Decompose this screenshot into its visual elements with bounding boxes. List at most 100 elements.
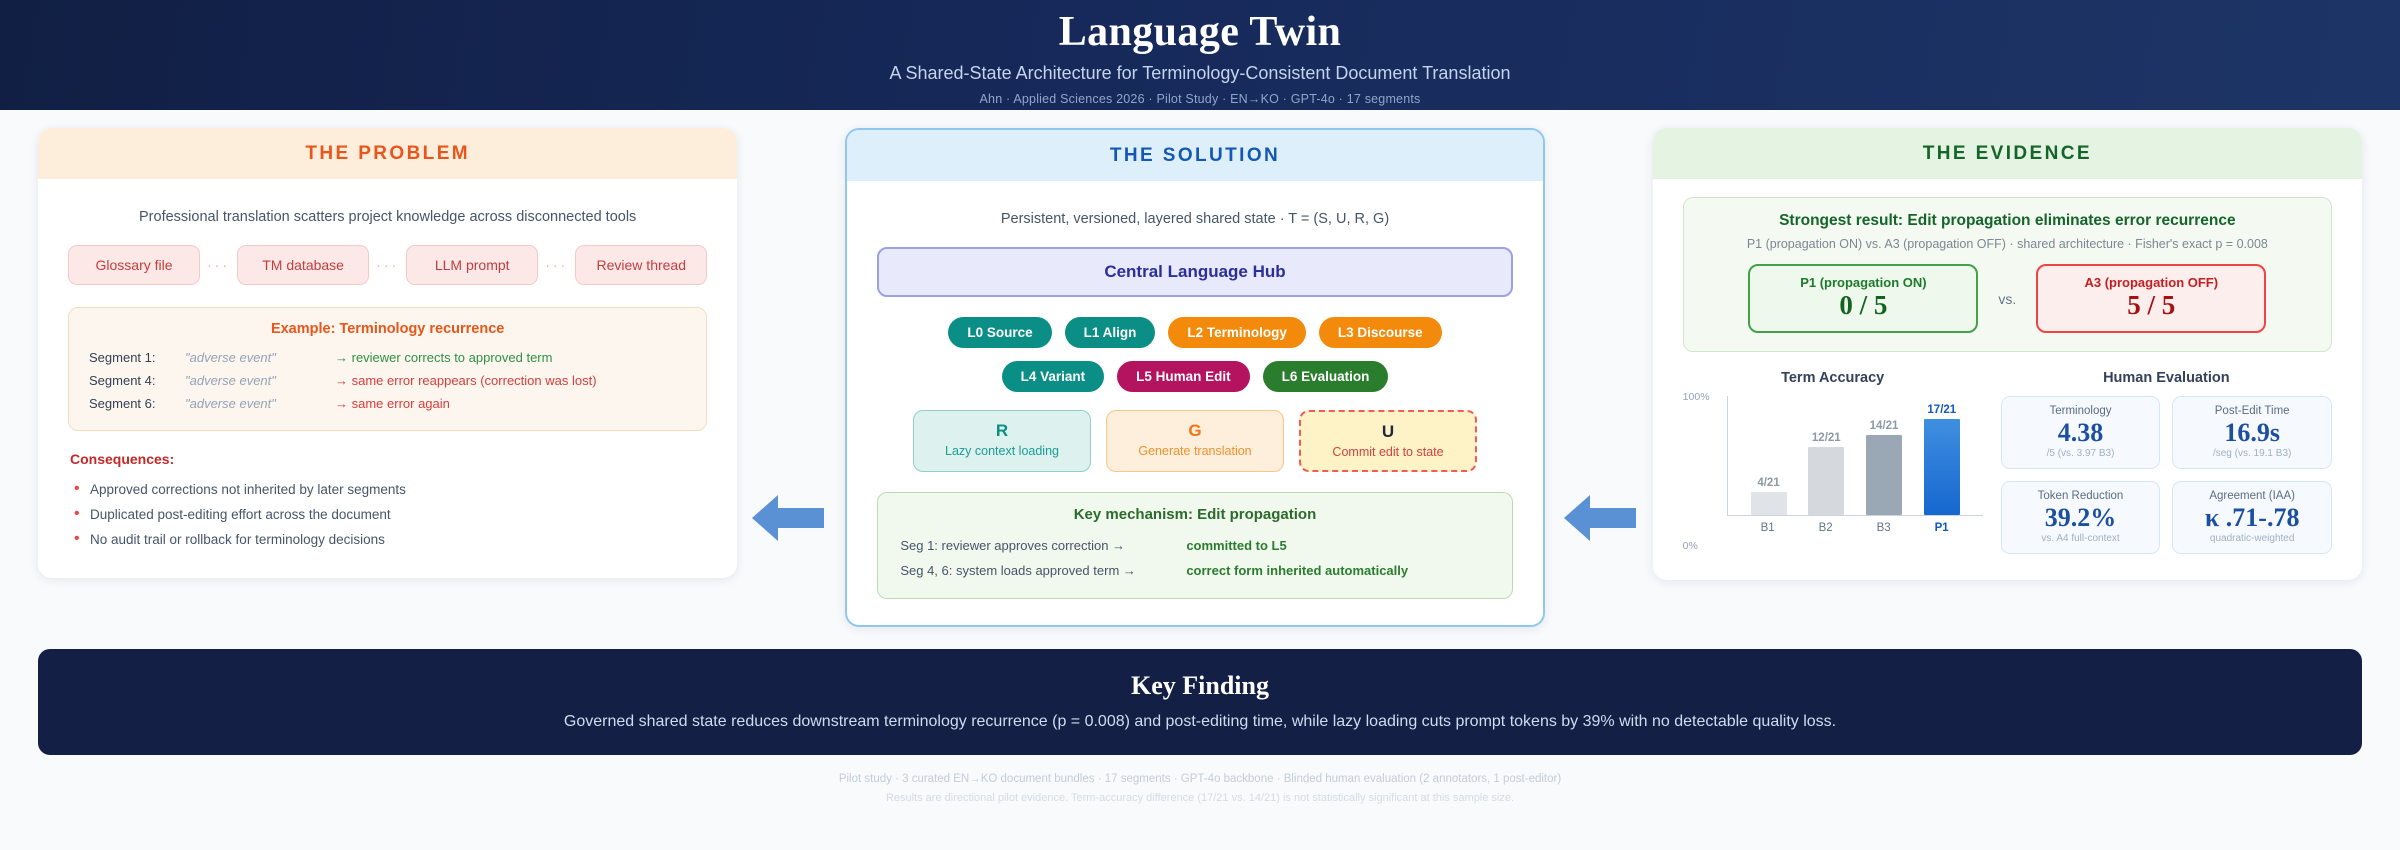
example-box: Example: Terminology recurrence Segment … — [68, 307, 708, 431]
metric-card-terminology: Terminology 4.38 /5 (vs. 3.97 B3) — [2000, 396, 2161, 470]
chart-title: Term Accuracy — [1781, 370, 1885, 387]
mechanism-step: Seg 4, 6: system loads approved term → — [900, 563, 1136, 578]
segment-note: → same error again — [335, 396, 450, 411]
footnote-line-1: Pilot study · 3 curated EN→KO document b… — [838, 773, 1562, 785]
operations-row: R Lazy context loading G Generate transl… — [877, 410, 1512, 472]
metric-value: 16.9s — [2224, 418, 2280, 448]
bar-value-label: 12/21 — [1811, 432, 1841, 445]
x-tick-label: P1 — [1934, 522, 1949, 535]
page-meta: Ahn · Applied Sciences 2026 · Pilot Stud… — [979, 92, 1421, 107]
tool-chip-glossary[interactable]: Glossary file — [68, 245, 201, 285]
metric-value: 4.38 — [2057, 418, 2104, 448]
bar — [1866, 435, 1903, 516]
problem-panel: THE PROBLEM Professional translation sca… — [38, 128, 738, 578]
problem-heading: THE PROBLEM — [38, 128, 738, 179]
operation-card-r[interactable]: R Lazy context loading — [913, 410, 1091, 472]
x-tick-label: B1 — [1760, 522, 1775, 535]
chart-plot-area: 4/21 12/21 14/21 — [1726, 396, 1983, 517]
layer-chip-l0[interactable]: L0 Source — [948, 317, 1052, 348]
metric-value: 39.2% — [2044, 503, 2117, 533]
key-finding-banner: Key Finding Governed shared state reduce… — [38, 649, 2362, 755]
metric-value: κ .71-.78 — [2204, 503, 2300, 533]
list-item: Approved corrections not inherited by la… — [68, 477, 707, 502]
comparison-value: 5 / 5 — [2127, 290, 2176, 320]
operation-letter: U — [1381, 422, 1395, 441]
bar-group-p1: 17/21 — [1923, 396, 1961, 516]
disconnected-tools-row: Glossary file ··· TM database ··· LLM pr… — [68, 245, 708, 285]
operation-letter: R — [995, 421, 1009, 440]
segment-label: Segment 6: — [89, 396, 156, 411]
human-evaluation-block: Human Evaluation Terminology 4.38 /5 (vs… — [2000, 370, 2332, 555]
mechanism-box: Key mechanism: Edit propagation Seg 1: r… — [877, 492, 1513, 599]
layer-chip-l5[interactable]: L5 Human Edit — [1117, 361, 1250, 392]
strongest-result-subtitle: P1 (propagation ON) vs. A3 (propagation … — [1746, 237, 2268, 251]
layer-chip-l4[interactable]: L4 Variant — [1001, 361, 1105, 392]
comparison-label: P1 (propagation ON) — [1800, 275, 1927, 290]
list-item: No audit trail or rollback for terminolo… — [68, 527, 707, 552]
bar — [1750, 492, 1787, 516]
metric-label: Agreement (IAA) — [2209, 490, 2295, 503]
layer-chip-l3[interactable]: L3 Discourse — [1318, 317, 1442, 348]
arrow-head — [752, 495, 778, 541]
tool-connector-dots: ··· — [207, 257, 231, 273]
list-item: Duplicated post-editing effort across th… — [68, 502, 707, 527]
solution-panel: THE SOLUTION Persistent, versioned, laye… — [845, 128, 1545, 627]
central-language-hub[interactable]: Central Language Hub — [877, 247, 1513, 297]
page-subtitle: A Shared-State Architecture for Terminol… — [889, 63, 1511, 84]
footnote-line-2: Results are directional pilot evidence. … — [885, 792, 1515, 804]
operation-card-u[interactable]: U Commit edit to state — [1299, 410, 1477, 472]
metric-grid: Terminology 4.38 /5 (vs. 3.97 B3) Post-E… — [2000, 396, 2332, 555]
bar — [1808, 447, 1845, 516]
arrow-tail — [778, 508, 824, 528]
y-axis-top-label: 100% — [1682, 391, 1710, 404]
example-row: Segment 4: "adverse event" → same error … — [89, 369, 686, 392]
metric-label: Terminology — [2049, 405, 2112, 418]
operation-card-g[interactable]: G Generate translation — [1106, 410, 1284, 472]
mechanism-step: Seg 1: reviewer approves correction → — [900, 538, 1126, 553]
layer-chip-l2[interactable]: L2 Terminology — [1168, 317, 1306, 348]
evidence-body: Strongest result: Edit propagation elimi… — [1653, 179, 2362, 580]
layer-chip-l6[interactable]: L6 Evaluation — [1262, 361, 1389, 392]
y-axis-bottom-label: 0% — [1682, 540, 1698, 553]
bar-value-label: 17/21 — [1927, 403, 1957, 416]
bar-group-b2: 12/21 — [1807, 396, 1845, 516]
metric-card-agreement: Agreement (IAA) κ .71-.78 quadratic-weig… — [2172, 481, 2332, 555]
segment-label: Segment 4: — [89, 373, 156, 388]
arrow-right-icon — [1564, 495, 1636, 541]
page-header: Language Twin A Shared-State Architectur… — [0, 0, 2400, 110]
example-row: Segment 6: "adverse event" → same error … — [89, 392, 686, 415]
comparison-card-a3: A3 (propagation OFF) 5 / 5 — [2036, 264, 2267, 334]
segment-note: → reviewer corrects to approved term — [335, 350, 553, 365]
bar-group-b3: 14/21 — [1865, 396, 1903, 516]
evidence-panel: THE EVIDENCE Strongest result: Edit prop… — [1652, 128, 2362, 581]
arrow-left-icon — [752, 495, 824, 541]
layer-row-2: L4 Variant L5 Human Edit L6 Evaluation — [877, 361, 1512, 392]
operation-sub: Lazy context loading — [945, 444, 1059, 458]
tool-chip-tm-database[interactable]: TM database — [237, 245, 370, 285]
panels-row: THE PROBLEM Professional translation sca… — [0, 110, 2400, 627]
metric-note: /seg (vs. 19.1 B3) — [2212, 448, 2292, 460]
bar-value-label: 4/21 — [1757, 477, 1780, 490]
example-row: Segment 1: "adverse event" → reviewer co… — [89, 346, 686, 369]
tool-chip-review-thread[interactable]: Review thread — [575, 245, 708, 285]
segment-term: "adverse event" — [185, 373, 276, 388]
tool-chip-llm-prompt[interactable]: LLM prompt — [406, 245, 539, 285]
x-tick-label: B3 — [1876, 522, 1891, 535]
consequences-title: Consequences: — [70, 451, 175, 467]
evidence-grid: Term Accuracy 100% 0% 4/21 12/21 — [1682, 370, 2332, 555]
chart-x-axis: B1 B2 B3 P1 — [1727, 516, 1983, 534]
key-finding-text: Governed shared state reduces downstream… — [563, 713, 1837, 730]
solution-lead: Persistent, versioned, layered shared st… — [1000, 211, 1390, 227]
operation-sub: Generate translation — [1138, 444, 1252, 458]
metric-label: Post-Edit Time — [2214, 405, 2290, 418]
layer-chip-l1[interactable]: L1 Align — [1064, 317, 1156, 348]
problem-lead: Professional translation scatters projec… — [139, 209, 637, 225]
tool-connector-dots: ··· — [545, 257, 569, 273]
layer-row-1: L0 Source L1 Align L2 Terminology L3 Dis… — [877, 317, 1512, 348]
comparison-vs-label: vs. — [1998, 290, 2017, 307]
mechanism-result: committed to L5 — [1186, 538, 1287, 553]
operation-sub: Commit edit to state — [1332, 445, 1444, 459]
bar-value-label: 14/21 — [1869, 420, 1899, 433]
human-evaluation-title: Human Evaluation — [2103, 370, 2230, 387]
